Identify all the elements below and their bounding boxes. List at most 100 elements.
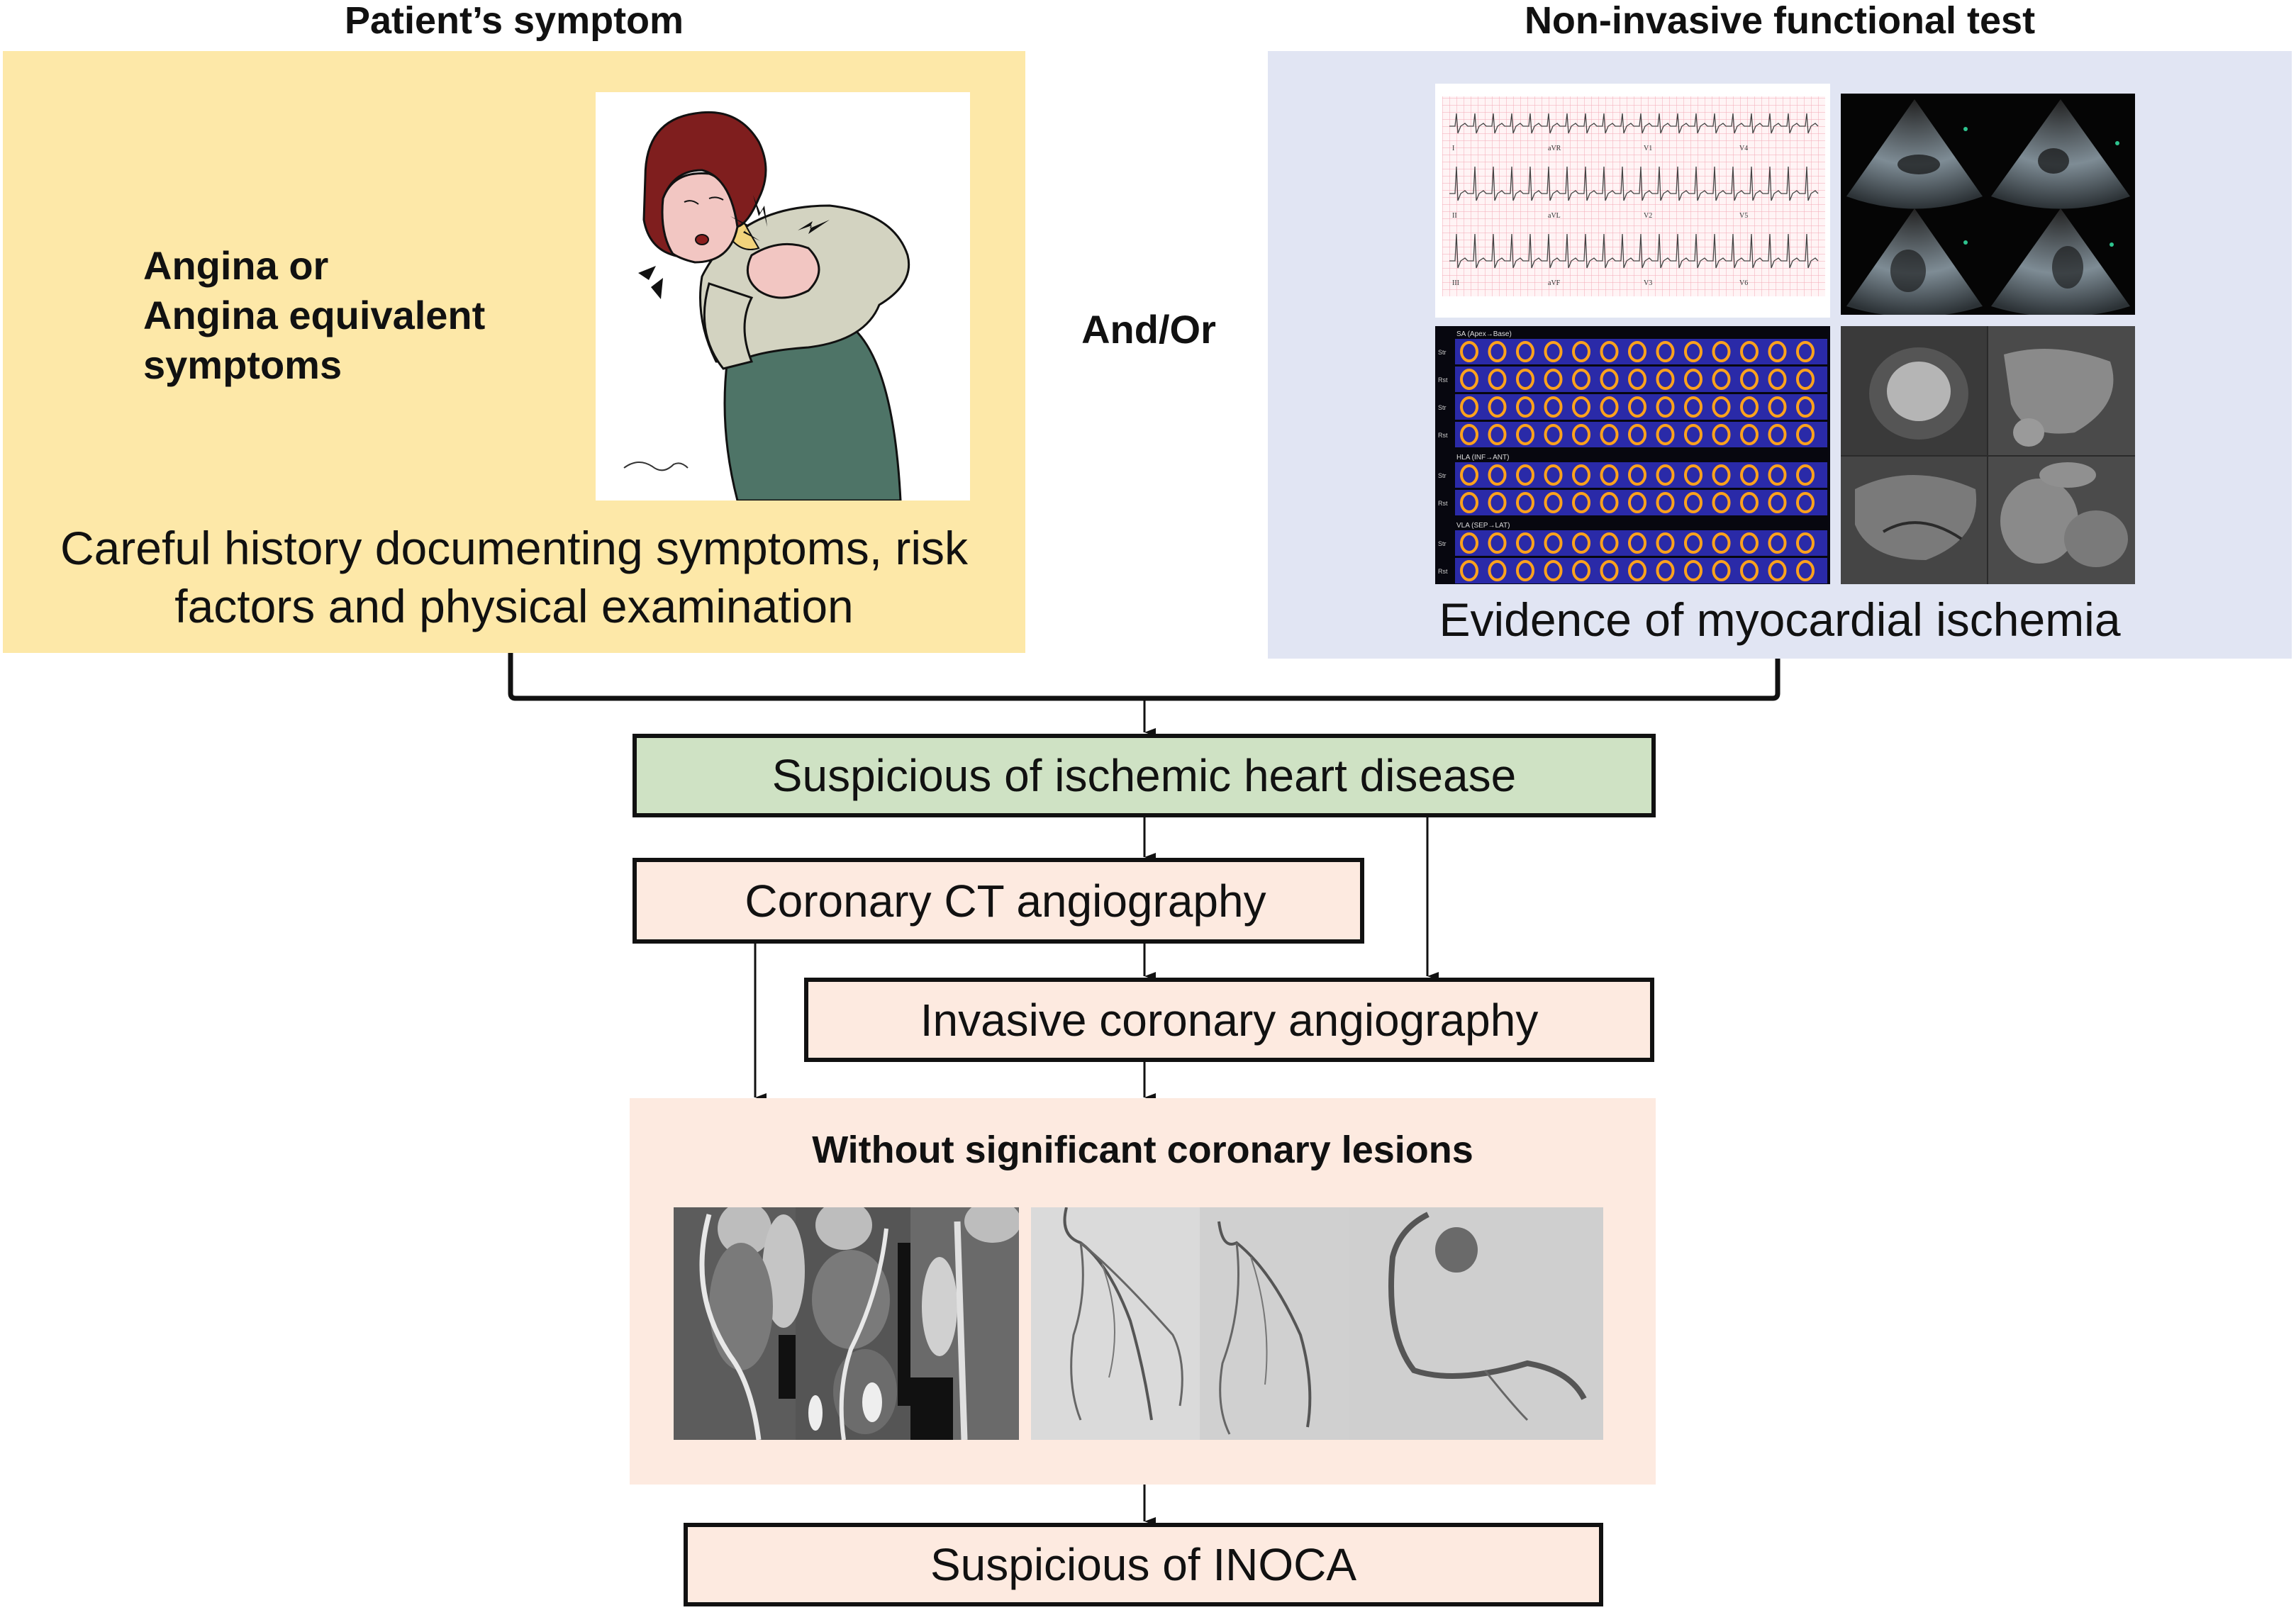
spect-slice xyxy=(1600,560,1619,581)
spect-slice xyxy=(1600,532,1619,554)
spect-slice xyxy=(1712,532,1731,554)
spect-slice xyxy=(1740,396,1759,418)
ccta-box: Coronary CT angiography xyxy=(632,858,1364,944)
spect-slice xyxy=(1628,492,1646,513)
functional-test-caption: Evidence of myocardial ischemia xyxy=(1439,593,2121,646)
spect-slice xyxy=(1460,492,1478,513)
spect-row-label: Rst xyxy=(1438,568,1448,575)
ecg-lead-label: aVL xyxy=(1548,212,1561,220)
spect-slice xyxy=(1684,464,1703,486)
spect-row-label: Rst xyxy=(1438,376,1448,384)
spect-slice xyxy=(1572,396,1590,418)
spect-slice xyxy=(1684,341,1703,362)
spect-slice xyxy=(1488,532,1507,554)
echocardiography-image xyxy=(1841,94,2135,315)
spect-slice xyxy=(1572,492,1590,513)
spect-slice xyxy=(1488,424,1507,445)
inoca-label: Suspicious of INOCA xyxy=(930,1539,1357,1590)
spect-slice xyxy=(1712,492,1731,513)
no-lesions-title: Without significant coronary lesions xyxy=(812,1129,1473,1171)
spect-slice xyxy=(1600,464,1619,486)
spect-slice xyxy=(1600,492,1619,513)
spect-slice xyxy=(1656,464,1675,486)
spect-slice xyxy=(1544,369,1563,390)
inoca-box: Suspicious of INOCA xyxy=(684,1523,1603,1606)
spect-slice xyxy=(1628,396,1646,418)
and-or-label: And/Or xyxy=(1081,307,1216,352)
spect-slice xyxy=(1796,560,1815,581)
spect-slice xyxy=(1740,560,1759,581)
ccta-label: Coronary CT angiography xyxy=(745,875,1266,927)
spect-slice xyxy=(1740,369,1759,390)
spect-slice xyxy=(1628,341,1646,362)
spect-slice xyxy=(1460,369,1478,390)
ecg-lead-label: V2 xyxy=(1644,212,1652,220)
ica-label: Invasive coronary angiography xyxy=(920,994,1539,1046)
spect-slice xyxy=(1656,396,1675,418)
spect-slice xyxy=(1628,532,1646,554)
ecg-lead-label: aVF xyxy=(1548,279,1561,287)
spect-slice xyxy=(1796,396,1815,418)
spect-slice xyxy=(1712,369,1731,390)
spect-slice xyxy=(1684,396,1703,418)
spect-slice xyxy=(1516,396,1534,418)
spect-slice xyxy=(1740,341,1759,362)
spect-slice xyxy=(1516,532,1534,554)
symptom-panel: Angina or Angina equivalent symptoms xyxy=(3,51,1025,653)
spect-row-label: Rst xyxy=(1438,500,1448,507)
ecg-trace xyxy=(1449,233,1819,269)
spect-slice xyxy=(1656,369,1675,390)
spect-slice xyxy=(1656,560,1675,581)
spect-slice xyxy=(1572,560,1590,581)
spect-slice xyxy=(1544,560,1563,581)
spect-slice xyxy=(1460,532,1478,554)
spect-slice xyxy=(1544,464,1563,486)
spect-slice xyxy=(1740,532,1759,554)
ecg-lead-label: V1 xyxy=(1644,145,1652,152)
ecg-lead-label: III xyxy=(1452,279,1459,287)
spect-slice xyxy=(1488,560,1507,581)
spect-slice xyxy=(1684,369,1703,390)
spect-slice xyxy=(1796,424,1815,445)
ecg-lead-label: V5 xyxy=(1739,212,1748,220)
symptom-heading-line: Angina equivalent xyxy=(143,293,486,337)
ecg-lead-label: V6 xyxy=(1739,279,1748,287)
invasive-angiography-images xyxy=(1031,1207,1603,1440)
spect-slice xyxy=(1712,464,1731,486)
ecg-trace xyxy=(1449,166,1819,201)
spect-slice xyxy=(1600,424,1619,445)
spect-slice xyxy=(1796,369,1815,390)
symptom-caption-line: Careful history documenting symptoms, ri… xyxy=(60,522,969,574)
spect-slice xyxy=(1516,341,1534,362)
spect-slice xyxy=(1796,341,1815,362)
spect-slice xyxy=(1712,341,1731,362)
spect-slice xyxy=(1740,492,1759,513)
spect-slice xyxy=(1712,396,1731,418)
spect-slice xyxy=(1796,532,1815,554)
woman-chest-pain-illustration xyxy=(596,92,970,501)
spect-slice xyxy=(1656,424,1675,445)
spect-slice xyxy=(1628,560,1646,581)
spect-row-label: Str xyxy=(1438,540,1447,547)
spect-slice xyxy=(1656,341,1675,362)
spect-slice xyxy=(1544,424,1563,445)
merge-bracket xyxy=(508,653,1780,701)
ecg-lead-label: II xyxy=(1452,212,1457,220)
spect-slice xyxy=(1796,492,1815,513)
spect-slice xyxy=(1600,369,1619,390)
spect-slice xyxy=(1656,492,1675,513)
spect-slice xyxy=(1768,532,1787,554)
spect-slice xyxy=(1572,464,1590,486)
spect-slice xyxy=(1740,464,1759,486)
suspicious-ihd-label: Suspicious of ischemic heart disease xyxy=(771,750,1517,801)
spect-slice xyxy=(1544,396,1563,418)
symptom-caption: Careful history documenting symptoms, ri… xyxy=(3,519,1025,635)
spect-slice xyxy=(1488,492,1507,513)
spect-slice xyxy=(1572,424,1590,445)
spect-slice xyxy=(1516,424,1534,445)
no-lesions-panel: Without significant coronary lesions xyxy=(630,1098,1656,1485)
ecg-lead-label: aVR xyxy=(1548,145,1561,152)
spect-slice xyxy=(1516,560,1534,581)
spect-slice xyxy=(1544,492,1563,513)
